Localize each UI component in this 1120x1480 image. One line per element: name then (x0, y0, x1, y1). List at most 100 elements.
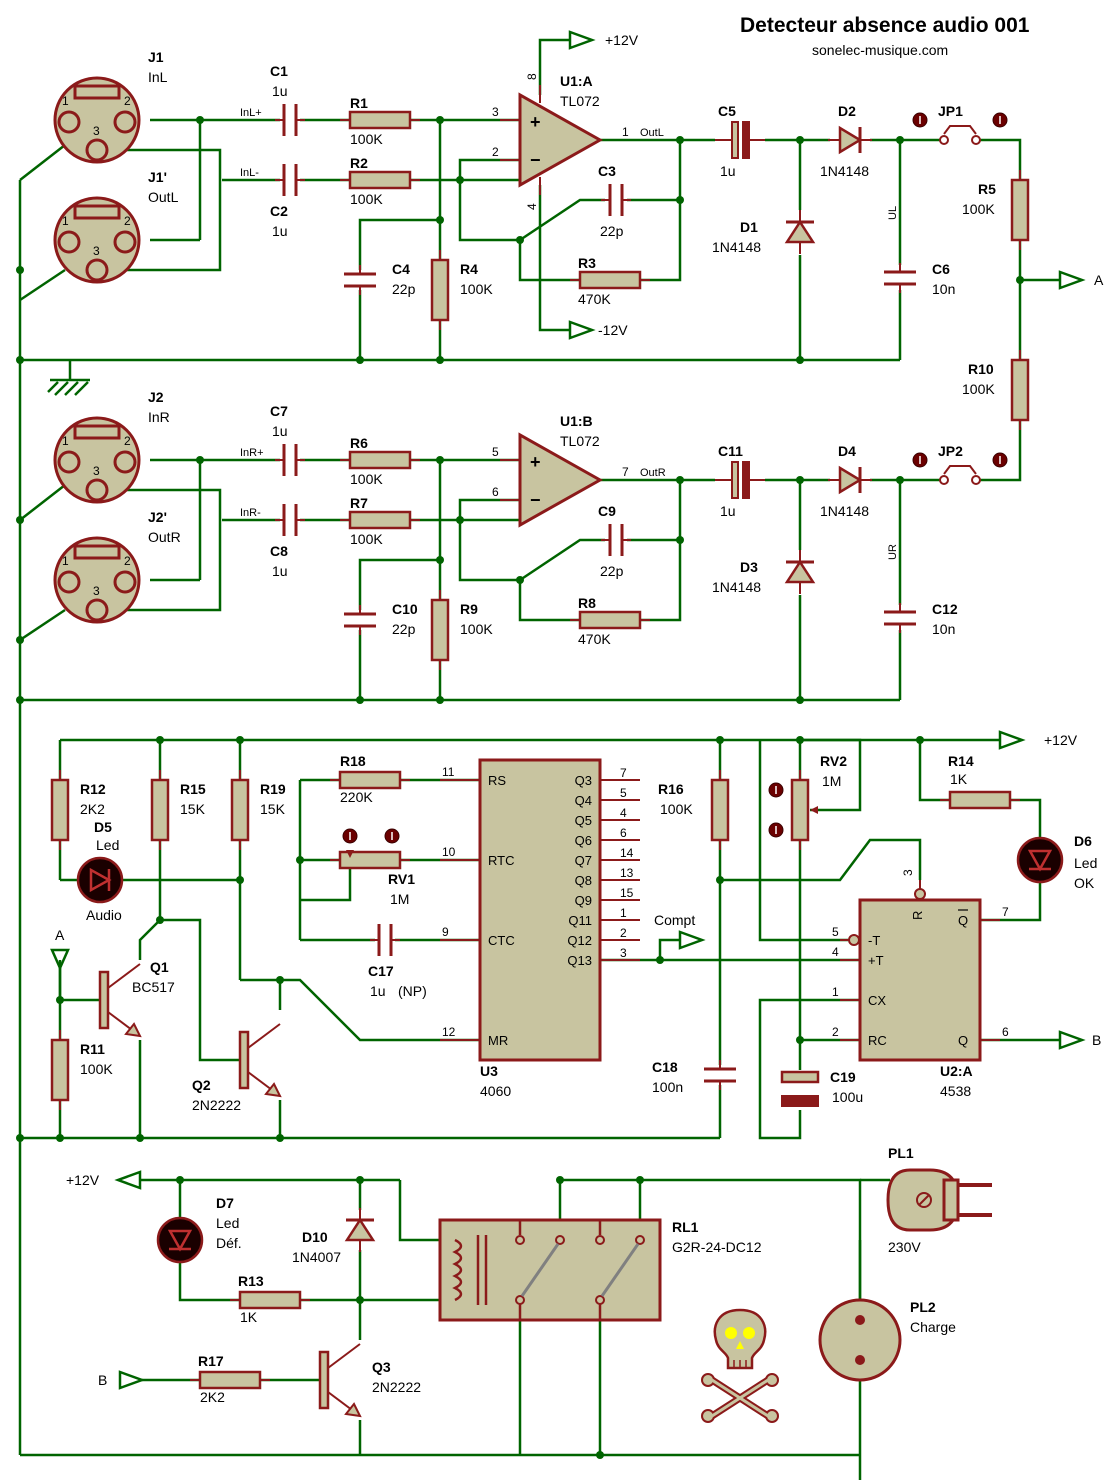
r7-ref: R7 (350, 495, 368, 511)
u3-pin-name: Q3 (575, 773, 592, 788)
j1p-ref: J1' (148, 169, 167, 185)
resistor-r2: R2 100K (338, 155, 422, 207)
c5-ref: C5 (718, 103, 736, 119)
c19-value: 100u (832, 1089, 863, 1105)
net-b-arrow-icon (1058, 1030, 1086, 1050)
transistor-q3: Q3 2N2222 (318, 1342, 421, 1418)
u3-pin-number: 2 (620, 926, 627, 940)
resistor-r7: R7 100K (338, 495, 422, 547)
capacitor-c10: C10 22p (342, 601, 418, 637)
c17-ref: C17 (368, 963, 394, 979)
d10-ref: D10 (302, 1229, 328, 1245)
u1a-pin4: 4 (525, 203, 539, 210)
u3-pin-name: Q11 (568, 913, 592, 928)
r9-value: 100K (460, 621, 493, 637)
q3-ref: Q3 (372, 1359, 391, 1375)
diode-d1: D1 1N4148 (712, 208, 816, 256)
potentiometer-rv2[interactable]: RV2 1M (768, 753, 847, 852)
capacitor-c9: C9 22p (598, 503, 633, 579)
led-d6: D6 Led OK (1016, 833, 1097, 891)
u1a-ref: U1:A (560, 73, 593, 89)
u1a-pin2: 2 (492, 145, 499, 159)
u2-pin7: 7 (1002, 905, 1009, 919)
u3-pin-name: Q13 (567, 953, 592, 968)
d1-value: 1N4148 (712, 239, 761, 255)
r13-ref: R13 (238, 1273, 264, 1289)
u1b-pin5: 5 (492, 445, 499, 459)
u3-pin-number: 1 (620, 906, 627, 920)
net-inl-plus: InL+ (240, 107, 262, 119)
net-ur: UR (887, 544, 899, 560)
d2-ref: D2 (838, 103, 856, 119)
u3-pin-number: 14 (620, 846, 634, 860)
rl1-ref: RL1 (672, 1219, 699, 1235)
j2-pin2: 2 (124, 434, 131, 448)
d4-value: 1N4148 (820, 503, 869, 519)
u2a-ref: U2:A (940, 1063, 973, 1079)
u3-pin-number: 5 (620, 786, 627, 800)
j2p-name: OutR (148, 529, 181, 545)
r17-value: 2K2 (200, 1389, 225, 1405)
jumper-jp1[interactable]: JP1 (912, 103, 1008, 145)
vminus-label: -12V (598, 322, 628, 338)
d3-ref: D3 (740, 559, 758, 575)
capacitor-c18: C18 100n (652, 1058, 738, 1095)
r16-ref: R16 (658, 781, 684, 797)
r1-value: 100K (350, 131, 383, 147)
c7-ref: C7 (270, 403, 288, 419)
net-ul: UL (887, 206, 899, 220)
u2-pin2: 2 (832, 1025, 839, 1039)
c4-value: 22p (392, 281, 416, 297)
jumper-jp2[interactable]: JP2 (912, 443, 1008, 485)
r11-value: 100K (80, 1061, 113, 1077)
r2-ref: R2 (350, 155, 368, 171)
d6-line2: OK (1074, 875, 1095, 891)
r15-ref: R15 (180, 781, 206, 797)
c17-note: (NP) (398, 983, 427, 999)
u2-pin1: 1 (832, 985, 839, 999)
d6-line1: Led (1074, 855, 1097, 871)
r8-value: 470K (578, 631, 611, 647)
u3-ref: U3 (480, 1063, 498, 1079)
r14-value: 1K (950, 771, 968, 787)
schematic-title: Detecteur absence audio 001 (740, 14, 1030, 37)
vplus-label-bottom: +12V (66, 1172, 100, 1188)
j1-ref: J1 (148, 49, 164, 65)
u3-pin-number: 11 (442, 765, 455, 779)
opamp-u1a: + − U1:A TL072 3 2 1 8 4 (492, 73, 629, 210)
u3-pin-name: Q5 (575, 813, 592, 828)
net-outr: OutR (640, 467, 666, 479)
q1-value: BC517 (132, 979, 175, 995)
capacitor-c2: C2 1u (270, 162, 307, 239)
capacitor-c6: C6 10n (882, 261, 955, 297)
r8-ref: R8 (578, 595, 596, 611)
capacitor-c8: C8 1u (270, 502, 307, 579)
c3-ref: C3 (598, 163, 616, 179)
c8-value: 1u (272, 563, 288, 579)
r15-value: 15K (180, 801, 206, 817)
j2p-pin3: 3 (93, 584, 100, 598)
u2a-value: 4538 (940, 1083, 971, 1099)
potentiometer-rv1[interactable]: RV1 1M (328, 828, 415, 907)
resistor-r9: R9 100K (430, 588, 493, 672)
diode-d2: D2 1N4148 (820, 103, 874, 179)
c3-value: 22p (600, 223, 624, 239)
vplus-arrow-icon-mid (998, 730, 1026, 750)
connector-j1-prime: J1' OutL 1 2 3 (53, 169, 179, 284)
u3-pin-name: Q7 (575, 853, 592, 868)
c10-value: 22p (392, 621, 416, 637)
u1b-ref: U1:B (560, 413, 593, 429)
c17-value: 1u (370, 983, 386, 999)
vplus-label-top: +12V (605, 32, 639, 48)
net-a-arrow-icon (1058, 270, 1086, 290)
ground-icon (47, 360, 90, 396)
j2p-pin1: 1 (62, 554, 69, 568)
resistor-r12: R12 2K2 (50, 768, 106, 852)
transistor-q1: Q1 BC517 (98, 959, 175, 1038)
j1p-pin3: 3 (93, 244, 100, 258)
u1a-pin3: 3 (492, 105, 499, 119)
u3-pin-number: 4 (620, 806, 627, 820)
compt-arrow-icon (678, 930, 706, 950)
net-b-label-out: B (1092, 1032, 1101, 1048)
